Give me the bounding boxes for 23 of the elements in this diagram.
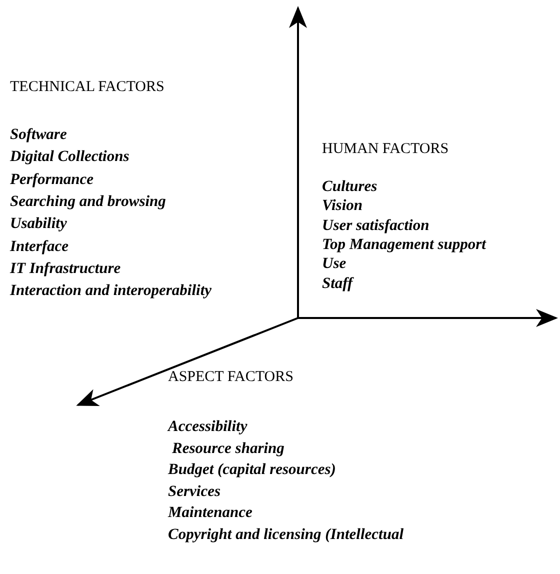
factor-label: Vision bbox=[322, 197, 362, 216]
factor-label: Services bbox=[168, 482, 221, 500]
axis-title: ASPECT FACTORS bbox=[168, 368, 294, 386]
factor-label: Maintenance bbox=[168, 504, 252, 522]
factor-label: Usability bbox=[10, 215, 67, 234]
factor-label: Staff bbox=[322, 274, 353, 292]
factor-label: Use bbox=[322, 255, 346, 274]
factor-label: Resource sharing bbox=[172, 440, 284, 458]
factor-label: Budget (capital resources) bbox=[168, 461, 336, 479]
factor-label: Performance bbox=[10, 170, 94, 189]
factor-label: User satisfaction bbox=[322, 216, 430, 235]
factor-label: Interface bbox=[10, 238, 69, 256]
factor-label: Cultures bbox=[322, 178, 378, 196]
axis-title: TECHNICAL FACTORS bbox=[10, 78, 164, 96]
factor-label: Accessibility bbox=[168, 418, 248, 436]
factor-label: Searching and browsing bbox=[10, 192, 166, 211]
factor-label: Top Management support bbox=[322, 236, 486, 254]
factor-label: Software bbox=[10, 126, 67, 144]
factor-label: Digital Collections bbox=[10, 148, 130, 166]
factor-label: Copyright and licensing (Intellectual bbox=[168, 526, 404, 544]
factor-label: Interaction and interoperability bbox=[10, 282, 212, 300]
factor-label: IT Infrastructure bbox=[10, 260, 121, 278]
axis-title: HUMAN FACTORS bbox=[322, 140, 449, 158]
